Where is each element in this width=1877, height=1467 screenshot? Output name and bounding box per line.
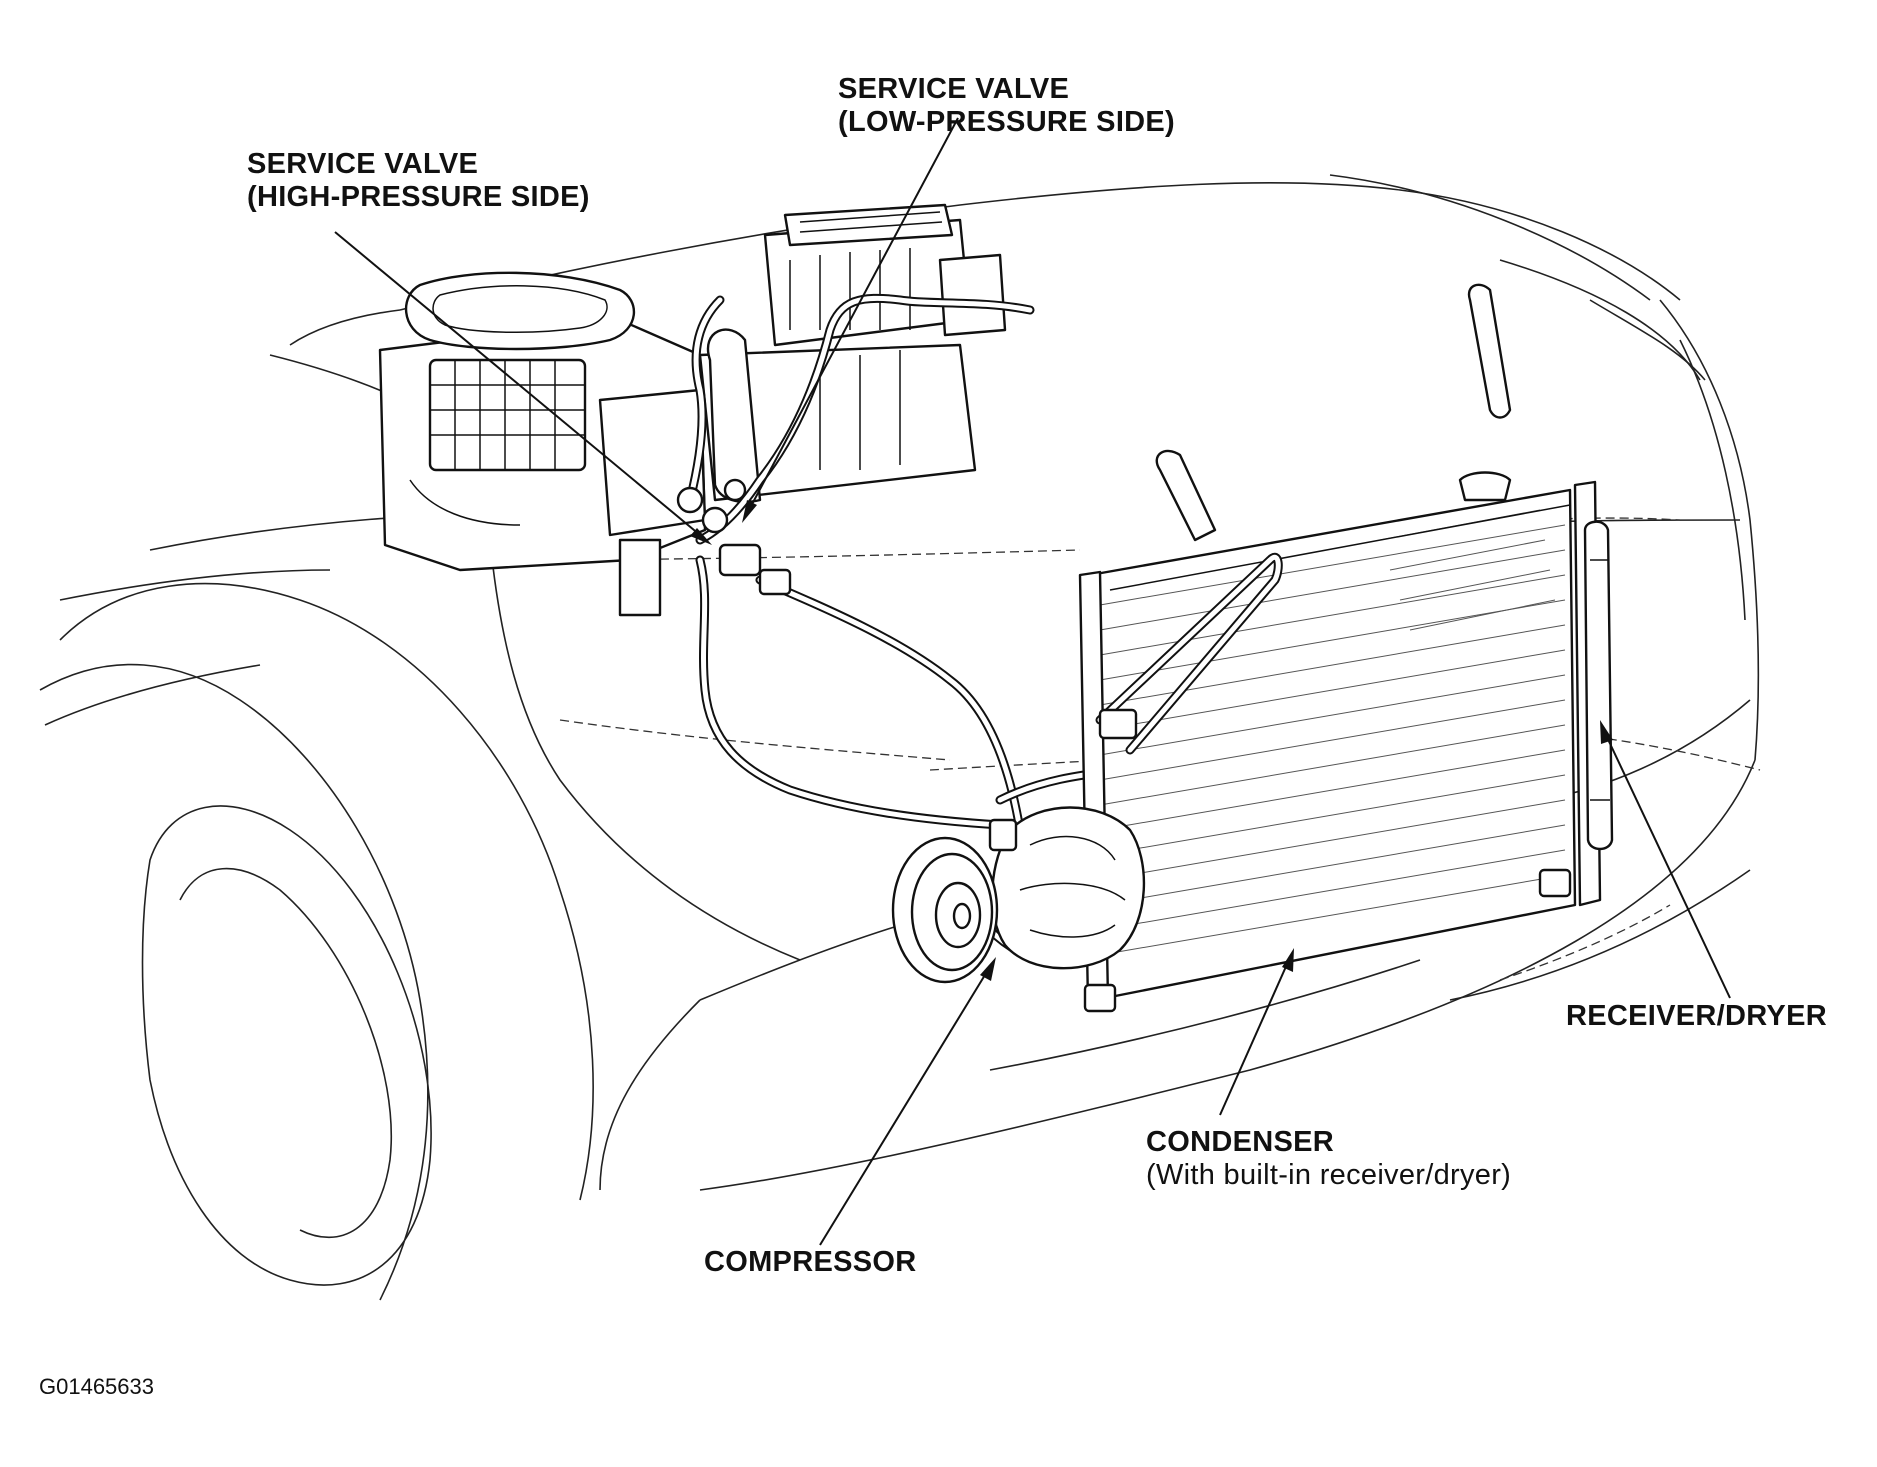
- condenser-subtitle: (With built-in receiver/dryer): [1146, 1159, 1512, 1191]
- hvac-unit: [378, 271, 707, 617]
- figure-id: G01465633: [39, 1374, 154, 1399]
- service-valve-fittings: [676, 478, 792, 596]
- service-valve-low-title: SERVICE VALVE: [838, 73, 1070, 105]
- blower-grille: [428, 358, 587, 472]
- service-valve-low-label: SERVICE VALVE (LOW-PRESSURE SIDE): [838, 73, 1175, 139]
- service-valve-low-subtitle: (LOW-PRESSURE SIDE): [838, 106, 1176, 138]
- service-valve-high-label: SERVICE VALVE (HIGH-PRESSURE SIDE): [247, 148, 590, 214]
- compressor: [891, 806, 1146, 984]
- condenser: [1078, 283, 1602, 1013]
- receiver-dryer: [1583, 520, 1614, 851]
- service-valve-high-subtitle: (HIGH-PRESSURE SIDE): [247, 181, 590, 213]
- compressor-label: COMPRESSOR: [704, 1246, 917, 1278]
- receiver-dryer-label: RECEIVER/DRYER: [1566, 1000, 1827, 1032]
- service-valve-high-title: SERVICE VALVE: [247, 148, 479, 180]
- leader-lines: [334, 117, 1731, 1246]
- evaporator-case: [698, 203, 1007, 504]
- condenser-label: CONDENSER (With built-in receiver/dryer): [1146, 1126, 1511, 1192]
- condenser-title: CONDENSER: [1146, 1126, 1334, 1158]
